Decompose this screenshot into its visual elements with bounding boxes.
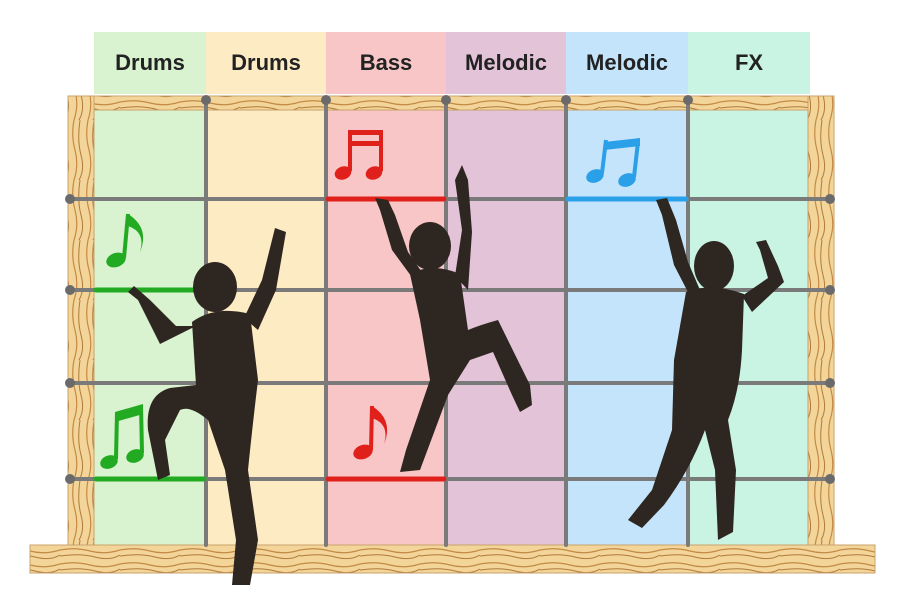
column-header-1: Drums	[94, 32, 206, 94]
column-header-label: Melodic	[586, 50, 668, 75]
grid-bolts	[65, 95, 835, 484]
single-eighth-note-icon	[353, 405, 388, 460]
climber-silhouette-left	[128, 228, 286, 585]
column-header-5: Melodic	[566, 32, 688, 94]
column-header-4: Melodic	[446, 32, 566, 94]
hold-bars	[93, 196, 689, 482]
column-header-label: Drums	[115, 50, 185, 75]
beamed-eighth-notes-icon	[100, 404, 144, 469]
wall-columns	[94, 108, 810, 545]
column-header-label: FX	[734, 50, 764, 75]
column-header-2: Drums	[206, 32, 326, 94]
column-header-label: Bass	[359, 50, 413, 75]
column-header-3: Bass	[326, 32, 446, 94]
wooden-frame	[29, 95, 876, 574]
climber-silhouette-right	[628, 198, 784, 540]
beamed-eighth-notes-icon	[586, 138, 640, 187]
single-eighth-note-icon	[106, 213, 144, 268]
column-header-label: Melodic	[465, 50, 547, 75]
column-header-6: FX	[688, 32, 810, 94]
frame-right-post	[807, 95, 835, 549]
floor-plank	[29, 544, 876, 574]
sixteenth-notes-icon	[334, 130, 383, 180]
column-header-label: Drums	[231, 50, 301, 75]
climber-silhouette-middle	[375, 165, 532, 472]
frame-left-post	[67, 95, 95, 549]
